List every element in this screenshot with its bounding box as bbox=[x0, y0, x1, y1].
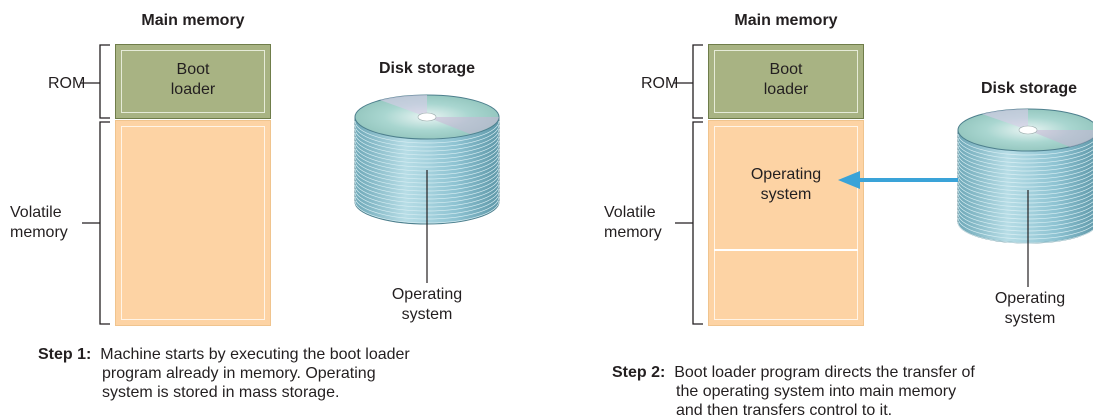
step2-os-region-divider bbox=[714, 249, 858, 251]
step2-disk-stack-icon bbox=[957, 108, 1093, 287]
disk-platter-line bbox=[957, 157, 1093, 180]
step2-disk-storage-title: Disk storage bbox=[980, 80, 1078, 97]
disk-platter-line bbox=[957, 153, 1093, 176]
disk-platter-line bbox=[957, 149, 1093, 172]
disk-platter-line bbox=[957, 161, 1093, 184]
step2-rom-bracket bbox=[673, 44, 703, 119]
disk-platter-line bbox=[957, 141, 1093, 164]
step2-caption-step: Step 2: bbox=[612, 364, 666, 381]
disk-platter-line bbox=[354, 128, 500, 152]
disk-platter-line bbox=[957, 137, 1093, 160]
step1-volatile-bracket bbox=[82, 121, 110, 325]
disk-platter-line bbox=[354, 140, 500, 164]
step2-volatile-bracket bbox=[675, 121, 703, 325]
disk-platter-line bbox=[957, 145, 1093, 168]
disk-platter-line bbox=[354, 144, 500, 168]
step1-rom-label: ROM bbox=[48, 75, 86, 92]
step1-main-memory-title: Main memory bbox=[141, 12, 245, 29]
step2-main-memory-title: Main memory bbox=[734, 12, 838, 29]
step1-rom-bracket bbox=[80, 44, 110, 119]
disk-platter-line bbox=[957, 133, 1093, 156]
step1-disk-stack-icon bbox=[354, 94, 500, 283]
transfer-arrow bbox=[838, 171, 958, 189]
disk-platter-line bbox=[354, 124, 500, 148]
disk-platter-line bbox=[354, 132, 500, 156]
disk-platter-line bbox=[354, 120, 500, 144]
disk-platter-line bbox=[957, 165, 1093, 188]
step2-caption: Step 2: Boot loader program directs the … bbox=[612, 364, 975, 419]
step1-disk-storage-title: Disk storage bbox=[378, 60, 476, 77]
step1-caption: Step 1: Machine starts by executing the … bbox=[38, 346, 410, 401]
step2-rom-label: ROM bbox=[641, 75, 679, 92]
step1-volatile-block bbox=[115, 120, 271, 326]
disk-platter-line bbox=[354, 136, 500, 160]
step1-caption-step: Step 1: bbox=[38, 346, 92, 363]
